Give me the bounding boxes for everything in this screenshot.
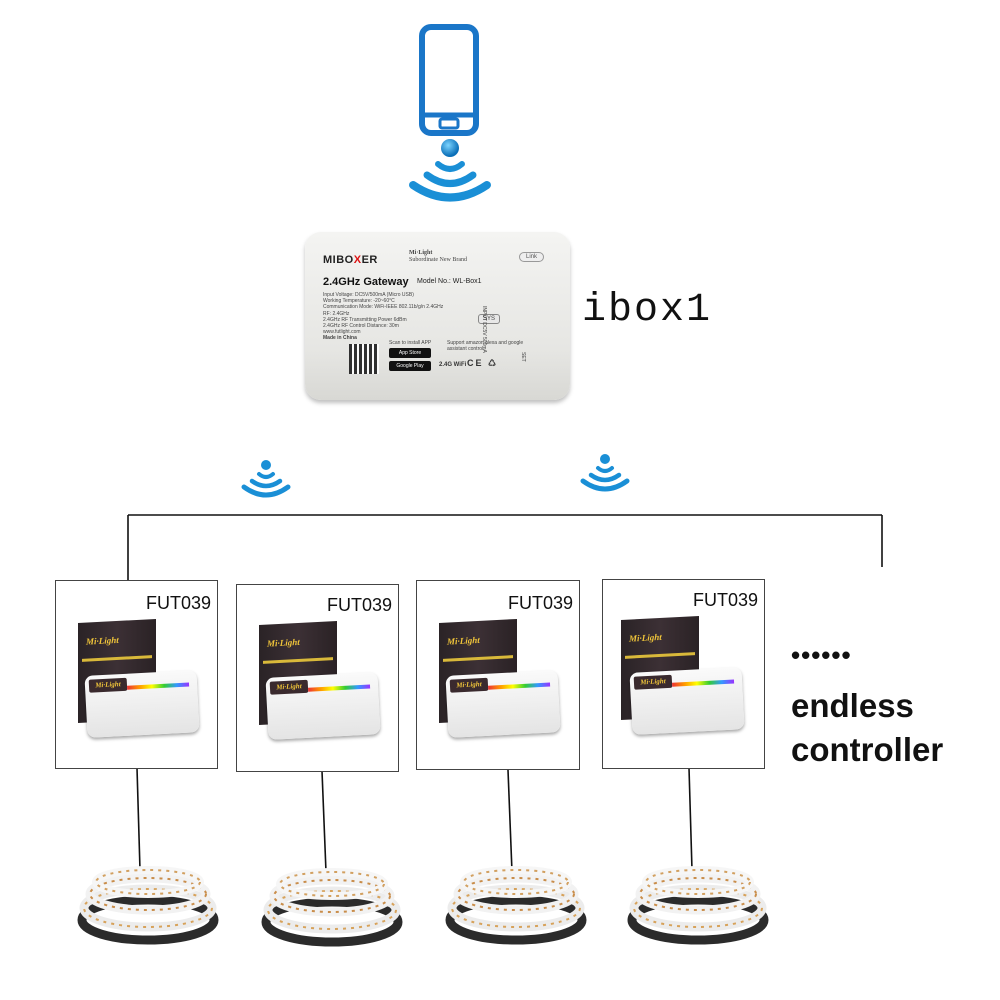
spec-line: Working Temperature: -20~60°C: [323, 298, 395, 305]
controller-brand-label: Mi·Light: [633, 674, 673, 690]
spec-line: RF: 2.4GHz: [323, 310, 350, 317]
package-brand: Mi·Light: [447, 634, 480, 647]
package-brand: Mi·Light: [629, 631, 662, 644]
spec-line: Made in China: [323, 335, 357, 342]
led-strip-reel-4: [627, 866, 769, 945]
set-label: SET: [520, 352, 527, 362]
package-stripe: [82, 655, 152, 662]
endless-line-1: endless: [791, 687, 914, 724]
alexa-support-label: Support amazon alexa and google assistan…: [447, 340, 524, 352]
scan-label: Scan to install APP: [389, 340, 432, 346]
certification-marks: CE ♺: [467, 358, 499, 368]
package-stripe: [443, 655, 513, 662]
controller-model-label: FUT039: [145, 593, 211, 613]
controller-brand-label: Mi·Light: [88, 677, 128, 693]
rgb-strip: [308, 684, 371, 692]
controller-device: Mi·Light: [445, 670, 561, 738]
controller-brand-label: Mi·Light: [449, 677, 489, 693]
gateway-model: Model No.: WL-Box1: [417, 278, 482, 285]
package-brand: Mi·Light: [86, 634, 119, 647]
controller-panel-1: FUT039 Mi·Light Mi·Light: [55, 580, 218, 769]
controller-device: Mi·Light: [629, 667, 745, 735]
sys-button: SYS: [477, 314, 500, 324]
controller-model-label: FUT039: [507, 593, 573, 613]
package-stripe: [625, 652, 695, 659]
package-brand: Mi·Light: [267, 636, 300, 649]
qr-code-icon: [349, 344, 379, 374]
strip-wire-4: [688, 767, 693, 871]
controller-panel-3: FUT039 Mi·Light Mi·Light: [416, 580, 580, 770]
spec-line: 2.4GHz RF Control Distance: 30m: [323, 323, 399, 330]
continuation-dots: ••••••: [791, 640, 852, 670]
strip-wire-2: [321, 770, 327, 873]
app-store-badge: App Store: [389, 348, 431, 358]
endless-line-2: controller: [791, 731, 944, 768]
spec-line: 2.4GHz RF Transmitting Power 6dBm: [323, 316, 407, 323]
led-strip-reel-1: [77, 866, 219, 945]
gateway-specs: Input Voltage: DC5V/500mA (Micro USB) Wo…: [323, 292, 443, 342]
controller-device: Mi·Light: [84, 670, 200, 738]
package-stripe: [263, 657, 333, 664]
endless-controller-label: endless controller: [791, 684, 943, 772]
wireless-signal-icon: [409, 139, 491, 202]
controller-model-label: FUT039: [326, 595, 392, 615]
controller-panel-4: FUT039 Mi·Light Mi·Light: [602, 579, 765, 769]
controller-brand-label: Mi·Light: [269, 679, 309, 695]
rgb-strip: [488, 682, 551, 690]
gateway-title: 2.4GHz Gateway: [323, 276, 409, 288]
controller-device: Mi·Light: [265, 672, 381, 740]
led-strip-reel-3: [445, 866, 587, 945]
rgb-strip: [672, 679, 735, 687]
spec-line: Communication Mode: WiFi-IEEE 802.11b/g/…: [323, 304, 444, 311]
strip-wire-1: [136, 767, 141, 871]
controller-model-label: FUT039: [692, 590, 758, 610]
wifi-label: 2.4G WiFi: [439, 362, 467, 368]
spec-line: Input Voltage: DC5V/500mA (Micro USB): [323, 292, 414, 298]
rgb-strip: [127, 682, 190, 690]
link-button: Link: [518, 252, 544, 262]
led-strip-reel-2: [261, 868, 403, 947]
google-play-badge: Google Play: [389, 361, 431, 371]
wireless-signal-icon: [241, 460, 291, 498]
smartphone-icon: [419, 24, 479, 136]
wireless-signal-icon: [580, 454, 630, 492]
gateway-brand: MIBOXER: [323, 254, 378, 266]
controller-panel-2: FUT039 Mi·Light Mi·Light: [236, 584, 399, 772]
strip-wire-3: [507, 769, 513, 873]
spec-line: www.futlight.com: [323, 329, 361, 336]
gateway-name-label: ibox1: [582, 288, 713, 333]
